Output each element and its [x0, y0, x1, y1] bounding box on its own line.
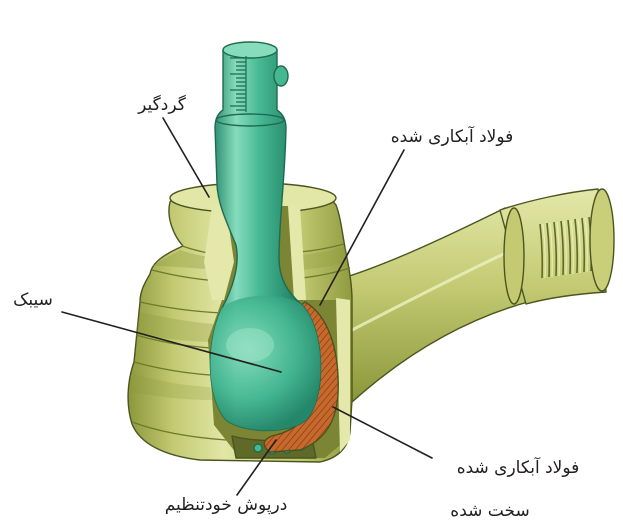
- label-hardened-plated-steel-line1: فولاد آبکاری شده: [457, 456, 580, 478]
- label-plated-steel-top: فولاد آبکاری شده: [391, 125, 514, 147]
- ball-head: [210, 296, 320, 431]
- label-self-adjusting-cap: درپوش خودتنظیم: [165, 495, 288, 515]
- stud-top-face: [223, 42, 277, 58]
- label-dust-boot: گردگیر: [137, 94, 187, 115]
- leader-line-dust-boot: [163, 118, 209, 197]
- cotter-pin-boss: [274, 66, 288, 86]
- tie-rod-arm: [330, 189, 614, 402]
- label-hardened-plated-steel-line2: سخت شده: [450, 501, 529, 521]
- arm-body: [330, 208, 528, 402]
- arm-collar: [504, 208, 524, 304]
- arm-end-cap: [590, 189, 614, 291]
- cap-spring-coil: [254, 444, 262, 452]
- label-ball-joint: سیبک: [13, 290, 53, 310]
- ball-highlight: [226, 328, 274, 362]
